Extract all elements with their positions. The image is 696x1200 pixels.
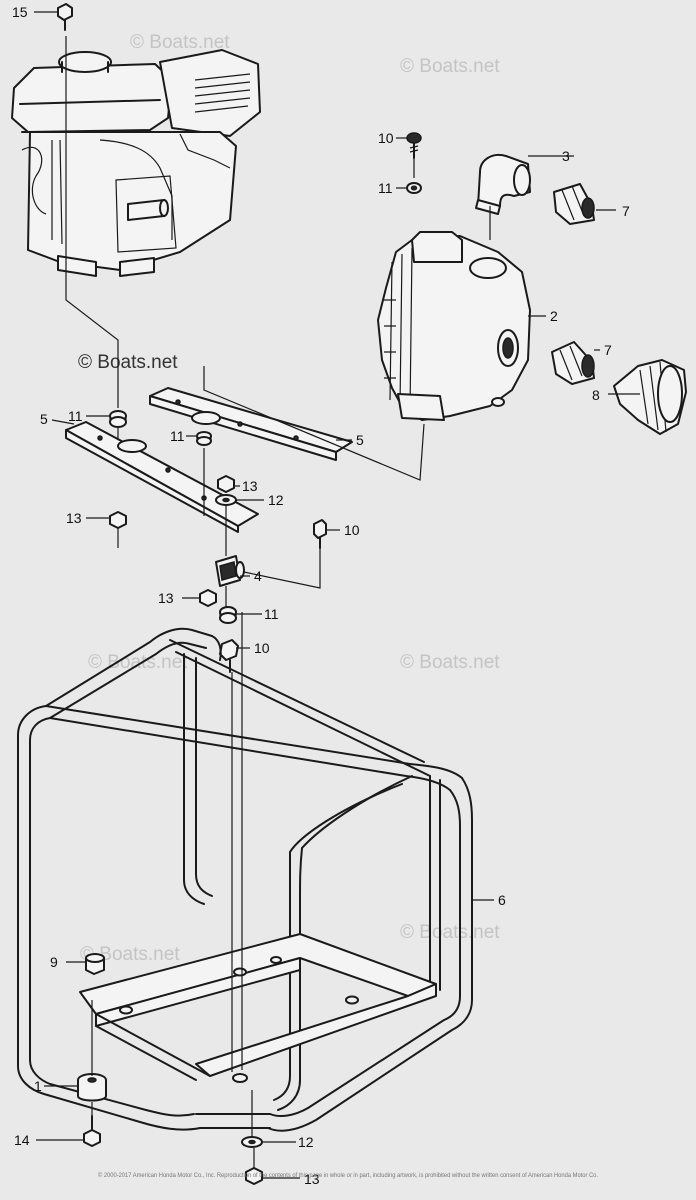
callout-4: 4 [254,568,262,584]
callout-leaders [34,11,640,1179]
bolt-10-upper [406,132,422,159]
frame [17,627,473,1132]
callout-13: 13 [158,590,174,606]
callout-13: 13 [66,510,82,526]
watermark-text: © Boats.net [400,56,500,77]
callout-11: 11 [264,606,279,622]
watermark-text: © Boats.net [400,922,500,943]
callout-9: 9 [50,954,58,970]
mounting-plate-upper [149,387,353,461]
callout-12: 12 [268,492,284,508]
callout-14: 14 [14,1132,30,1148]
washer-11-center [196,431,212,446]
nut-13-center [217,475,235,493]
callout-7: 7 [604,342,612,358]
callout-10: 10 [378,130,394,146]
callout-8: 8 [592,387,600,403]
pump-casing [377,231,531,421]
callout-1: 1 [34,1078,42,1094]
watermark-text: © Boats.net [130,32,230,53]
assembly-lines [65,36,491,1168]
callout-3: 3 [562,148,570,164]
watermark-text: © Boats.net [80,944,180,965]
callout-6: 6 [498,892,506,908]
damper-4 [215,555,245,587]
callout-13: 13 [304,1171,320,1187]
callout-10: 10 [344,522,360,538]
watermark-text: © Boats.net [78,352,178,373]
nut-13-left [109,511,127,529]
bolt-10-mid [313,519,327,549]
callout-11: 11 [378,180,393,196]
watermark-text: © Boats.net [88,652,188,673]
nut-13-mid [199,589,217,607]
callout-5: 5 [356,432,364,448]
washer-11-left [109,410,127,428]
hose-joint-lower [551,341,595,385]
washer-11-mid [219,606,237,624]
callout-13: 13 [242,478,258,494]
outlet-elbow [475,154,531,215]
engine [11,49,261,277]
callout-12: 12 [298,1134,314,1150]
copyright-footer: © 2000-2017 American Honda Motor Co., In… [98,1172,598,1179]
rubber-mount-1 [77,1073,107,1102]
callout-11: 11 [68,408,83,424]
bolt-10-lower [219,639,239,673]
callout-7: 7 [622,203,630,219]
strainer [613,359,687,435]
callout-11: 11 [170,428,185,444]
watermark-text: © Boats.net [400,652,500,673]
nut-9 [85,953,105,975]
washer-12-center [215,494,237,506]
bolt-15 [57,3,73,31]
callout-15: 15 [12,4,28,20]
washer-12-bottom [241,1136,263,1148]
callout-10: 10 [254,640,270,656]
mounting-plate-lower [65,421,259,533]
washer-11-upper [406,182,422,194]
callout-2: 2 [550,308,558,324]
bolt-14 [83,1115,101,1147]
hose-joint-upper [553,183,595,225]
callout-5: 5 [40,411,48,427]
